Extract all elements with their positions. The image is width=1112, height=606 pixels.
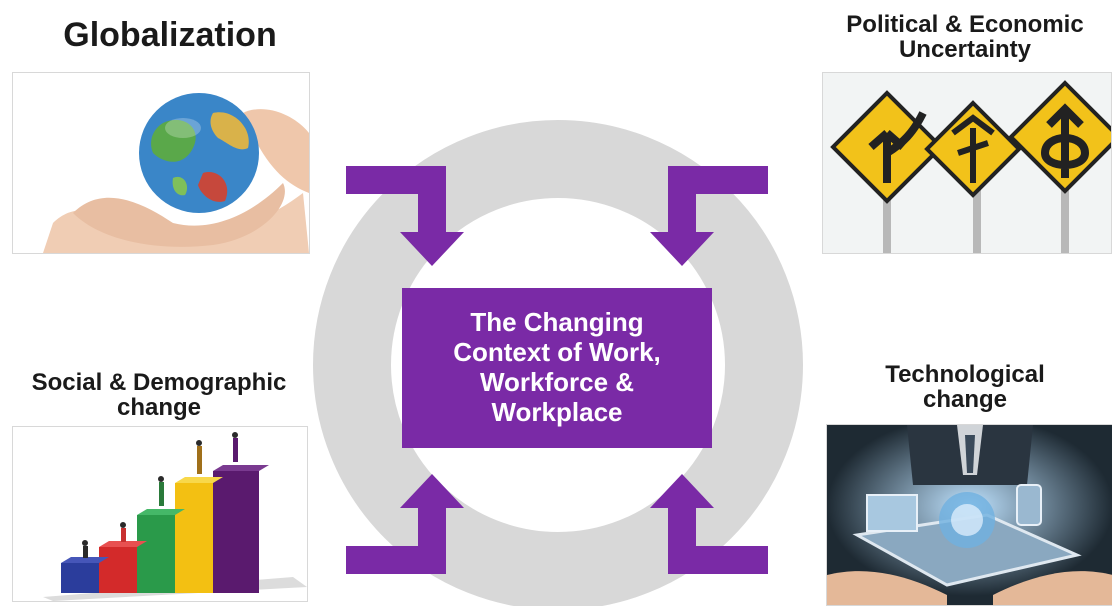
arrow-bottom-right [650,474,768,574]
tech-title-line-1: Technological [885,361,1045,388]
road-signs-arrows-icon [822,72,1112,254]
political-economic-title: Political & Economic Uncertainty [818,11,1112,64]
arrow-top-right [650,166,768,266]
growth-bar-figures-icon [12,426,308,602]
center-concept-box: The Changing Context of Work, Workforce … [402,288,712,448]
arrow-bottom-left [346,474,464,574]
tech-title-line-2: change [922,386,1008,414]
social-title-line-2: change [116,394,202,422]
hands-tablet-tech-icon [826,424,1112,606]
gray-ring [313,120,803,606]
arrow-top-left [346,166,464,266]
technological-title: Technological change [818,361,1112,414]
center-text-line-3: Workforce & [479,367,635,397]
social-demographic-title: Social & Demographic change [0,369,318,422]
globalization-title-line: Globalization [63,16,277,54]
political-title-line-2: Uncertainty [898,36,1032,64]
hands-holding-globe-icon [12,72,310,254]
center-text-line-4: Workplace [491,396,623,427]
center-text-line-2: Context of Work, [453,337,661,368]
social-title-line-1: Social & Demographic [31,369,287,396]
political-title-line-1: Political & Economic [846,11,1084,38]
center-text-line-1: The Changing [470,307,644,338]
globalization-title: Globalization [40,16,300,54]
